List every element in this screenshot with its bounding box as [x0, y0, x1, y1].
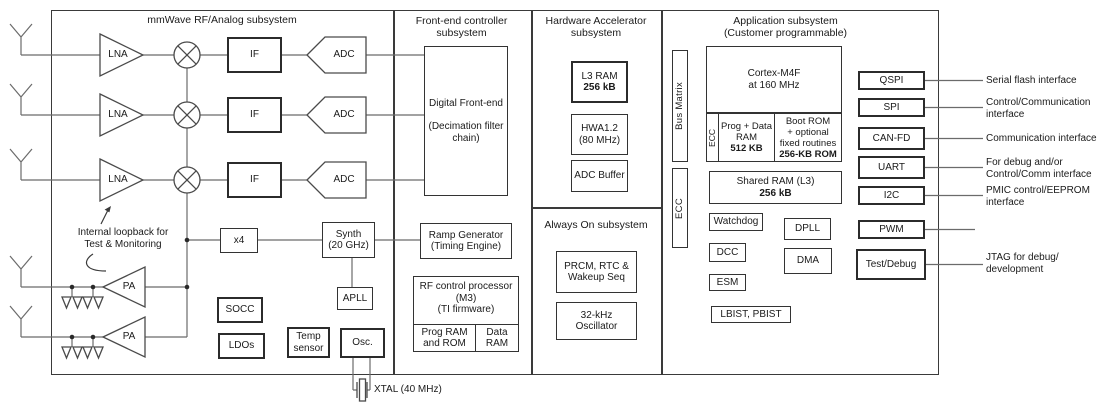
uart-annotation: For debug and/or Control/Comm interface: [986, 157, 1092, 180]
adc-buffer-box: ADC Buffer: [571, 160, 628, 192]
lna-label: LNA: [108, 174, 128, 185]
pa-amplifier-shape: [101, 315, 146, 359]
boot-rom-box: Boot ROM + optional fixed routines 256-K…: [774, 113, 842, 162]
i2c-annotation: PMIC control/EEPROM interface: [986, 185, 1090, 208]
adc-label: ADC: [333, 109, 355, 120]
uart-box: UART: [858, 156, 925, 179]
ecc-mini-label: ECC: [706, 128, 717, 147]
lna-amplifier-shape: [99, 92, 145, 138]
application-subsystem-title: Application subsystem (Customer programm…: [723, 15, 848, 39]
dma-box: DMA: [784, 248, 832, 274]
mixer-icon: [173, 101, 201, 129]
rx-antenna-icon: [9, 23, 33, 55]
if-box: IF: [227, 97, 282, 133]
shared-ram-box: Shared RAM (L3) 256 kB: [709, 171, 842, 204]
dpll-box: DPLL: [784, 218, 831, 240]
if-box: IF: [227, 37, 282, 73]
pa-label: PA: [122, 281, 136, 292]
lna-label: LNA: [108, 49, 128, 60]
cortex-m4f-box: Cortex-M4F at 160 MHz: [706, 46, 842, 113]
ecc-vertical-box: ECC: [672, 168, 688, 248]
pwm-box: PWM: [858, 220, 925, 239]
shared-ram-label: Shared RAM (L3): [736, 176, 815, 187]
data-ram-box: Data RAM: [475, 324, 519, 352]
adc-shape: [306, 161, 367, 199]
apll-box: APLL: [337, 287, 373, 310]
test-debug-box: Test/Debug: [856, 249, 926, 280]
i2c-box: I2C: [858, 186, 925, 205]
ecc-vertical-label: ECC: [674, 197, 686, 219]
x4-multiplier-box: x4: [220, 228, 258, 253]
qspi-box: QSPI: [858, 71, 925, 90]
frontend-subsystem-box: [393, 10, 532, 375]
mixer-icon: [173, 41, 201, 69]
dcc-box: DCC: [709, 243, 746, 262]
spi-annotation: Control/Communication interface: [986, 97, 1091, 120]
rf-control-processor-label: RF control processor (M3) (TI firmware): [419, 281, 513, 315]
oscillator-box: Osc.: [340, 328, 385, 358]
shared-ram-size: 256 kB: [759, 187, 792, 199]
prog-data-ram-box: Prog + Data RAM 512 KB: [718, 113, 775, 162]
lna-label: LNA: [108, 109, 128, 120]
qspi-annotation: Serial flash interface: [986, 75, 1077, 86]
prog-data-ram-size: 512 KB: [730, 143, 763, 154]
pa-amplifier-shape: [101, 265, 146, 309]
bus-matrix-box: Bus Matrix: [672, 50, 688, 162]
boot-rom-label: Boot ROM + optional fixed routines: [779, 115, 837, 149]
temp-sensor-box: Temp sensor: [287, 327, 330, 358]
if-box: IF: [227, 162, 282, 198]
mmwave-subsystem-title: mmWave RF/Analog subsystem: [147, 14, 297, 26]
loopback-arrow: [85, 206, 111, 272]
rx-antenna-icon: [9, 148, 33, 180]
l3-ram-label: L3 RAM: [581, 70, 618, 82]
l3-ram-size: 256 kB: [583, 82, 616, 93]
test-debug-annotation: JTAG for debug/ development: [986, 252, 1059, 275]
rx-antenna-icon: [9, 83, 33, 115]
junction-dots: [69, 237, 190, 340]
ldos-box: LDOs: [218, 333, 265, 359]
alwayson-subsystem-box: [532, 207, 662, 375]
adc-label: ADC: [333, 49, 355, 60]
hwa12-box: HWA1.2 (80 MHz): [571, 114, 628, 155]
xtal-label: XTAL (40 MHz): [374, 384, 442, 395]
pa-label: PA: [122, 331, 136, 342]
tx-antenna-icon: [9, 305, 33, 337]
loopback-note: Internal loopback for Test & Monitoring: [77, 227, 169, 250]
prog-data-ram-label: Prog + Data RAM: [721, 121, 772, 143]
esm-box: ESM: [709, 274, 746, 291]
lbist-pbist-box: LBIST, PBIST: [711, 306, 791, 323]
digital-frontend-box: Digital Front-end (Decimation filter cha…: [424, 46, 508, 196]
boot-rom-size: 256-KB ROM: [779, 148, 837, 160]
tx-splitter-icon: [61, 296, 104, 360]
prcm-rtc-box: PRCM, RTC & Wakeup Seq: [556, 251, 637, 293]
adc-shape: [306, 96, 367, 134]
spi-box: SPI: [858, 98, 925, 117]
hwa-subsystem-title: Hardware Accelerator subsystem: [545, 15, 647, 39]
hwa-subsystem-box: [532, 10, 662, 209]
osc-32khz-box: 32-kHz Oscillator: [556, 302, 637, 340]
ramp-generator-box: Ramp Generator (Timing Engine): [420, 223, 512, 259]
lna-amplifier-shape: [99, 157, 145, 203]
lna-amplifier-shape: [99, 32, 145, 78]
can-fd-annotation: Communication interface: [986, 133, 1097, 144]
mixer-icon: [173, 166, 201, 194]
mmwave-subsystem-box: [51, 10, 395, 375]
frontend-subsystem-title: Front-end controller subsystem: [415, 15, 508, 39]
crystal-icon: [356, 378, 368, 402]
synth-box: Synth (20 GHz): [322, 222, 375, 258]
adc-shape: [306, 36, 367, 74]
bus-matrix-label: Bus Matrix: [674, 82, 686, 130]
adc-label: ADC: [333, 174, 355, 185]
l3-ram-box: L3 RAM 256 kB: [571, 61, 628, 103]
alwayson-subsystem-title: Always On subsystem: [544, 219, 648, 231]
tx-antenna-icon: [9, 255, 33, 287]
can-fd-box: CAN-FD: [858, 127, 925, 150]
watchdog-box: Watchdog: [709, 213, 763, 231]
prog-ram-rom-box: Prog RAM and ROM: [413, 324, 476, 352]
socc-box: SOCC: [217, 297, 263, 323]
application-subsystem-box: [662, 10, 939, 375]
